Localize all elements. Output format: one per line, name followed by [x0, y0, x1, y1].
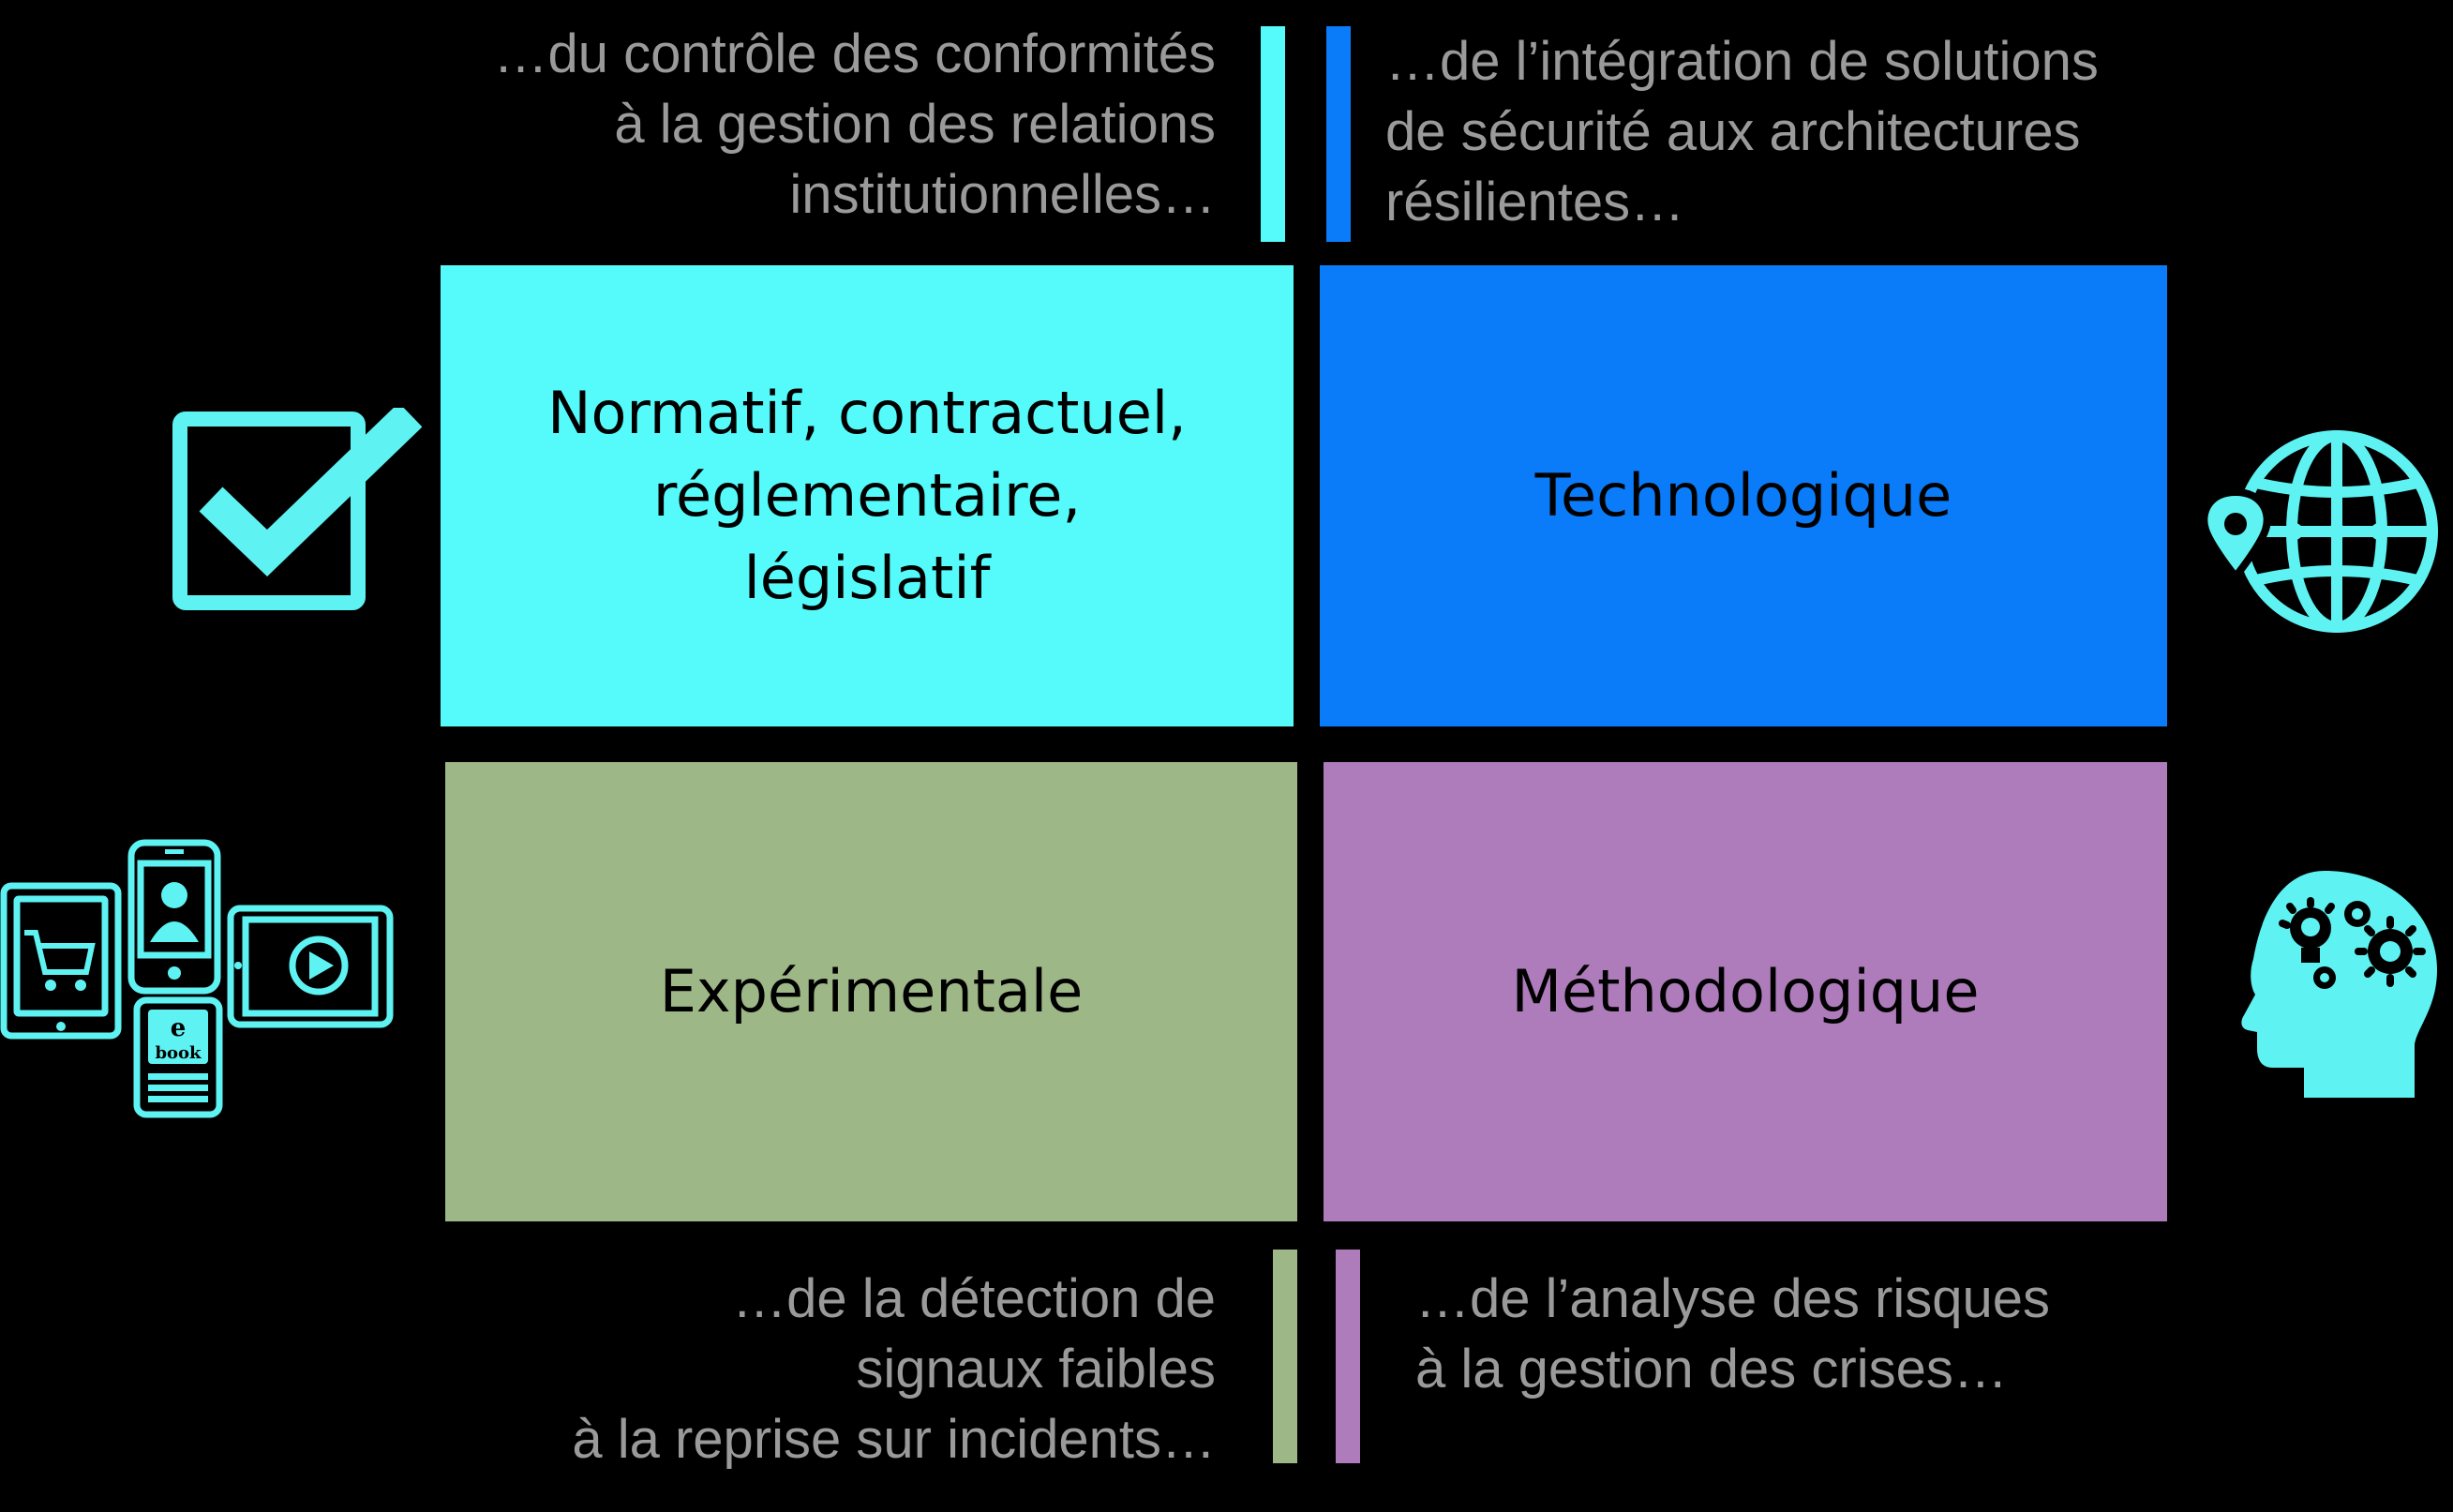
caption-line: à la reprise sur incidents…	[572, 1409, 1216, 1470]
box-label-line: réglementaire,	[652, 461, 1082, 530]
caption-line: …de l’intégration de solutions	[1385, 31, 2099, 92]
accent-bar-purple-bottom	[1336, 1250, 1360, 1463]
accent-bar-cyan-top	[1261, 26, 1285, 242]
caption-line: de sécurité aux architectures	[1385, 101, 2081, 162]
caption-line: à la gestion des crises…	[1415, 1339, 2008, 1400]
caption-conformite: …du contrôle des conformités à la gestio…	[494, 19, 1216, 230]
caption-line: institutionnelles…	[789, 164, 1216, 225]
caption-line: …de l’analyse des risques	[1415, 1268, 2051, 1329]
globe-location-icon	[2200, 430, 2438, 633]
accent-bar-green-bottom	[1273, 1250, 1297, 1463]
box-label-line: législatif	[743, 544, 991, 612]
caption-line: signaux faibles	[856, 1339, 1216, 1400]
ebook-label-book: book	[155, 1043, 202, 1063]
ebook-label-e: e	[171, 1014, 187, 1042]
box-label: Technologique	[1534, 461, 1952, 530]
caption-detection: …de la détection de signaux faibles à la…	[572, 1264, 1216, 1475]
caption-line: résilientes…	[1385, 172, 1685, 232]
checkbox-check-icon	[172, 408, 422, 610]
caption-line: …du contrôle des conformités	[493, 23, 1216, 84]
accent-bar-blue-top	[1326, 26, 1351, 242]
box-label: Expérimentale	[659, 957, 1084, 1025]
caption-integration: …de l’intégration de solutions de sécuri…	[1385, 26, 2099, 237]
caption-analyse: …de l’analyse des risques à la gestion d…	[1415, 1264, 2050, 1404]
head-brain-gears-icon	[2241, 871, 2437, 1098]
box-methodologique: Méthodologique	[1324, 762, 2167, 1221]
box-technologique: Technologique	[1320, 265, 2167, 726]
box-experimentale: Expérimentale	[445, 762, 1297, 1221]
box-label-line: Normatif, contractuel,	[547, 379, 1187, 447]
devices-ebook-icon: e book	[0, 839, 394, 1118]
caption-line: …de la détection de	[732, 1268, 1216, 1329]
caption-line: à la gestion des relations	[614, 94, 1216, 155]
box-label: Méthodologique	[1511, 957, 1980, 1025]
box-normatif: Normatif, contractuel, réglementaire, lé…	[441, 265, 1294, 726]
